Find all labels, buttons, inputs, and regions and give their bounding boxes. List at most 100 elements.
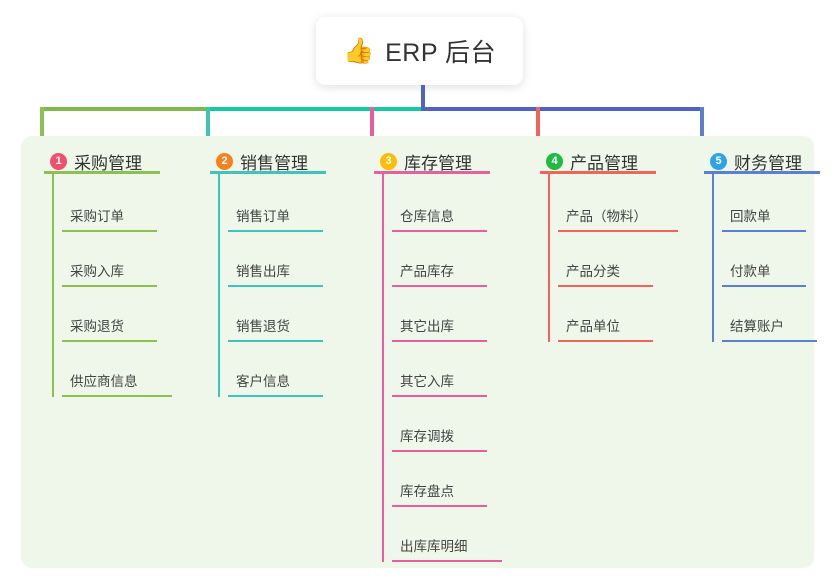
connector-bus-segment-3 <box>421 107 704 111</box>
leaf-item-label: 客户信息 <box>236 374 290 389</box>
leaf-item[interactable]: 出库库明细 <box>392 532 502 562</box>
leaf-item-underline <box>228 230 323 232</box>
leaf-item-label: 产品（物料） <box>566 209 647 224</box>
leaf-item-label: 采购订单 <box>70 209 124 224</box>
leaf-item-label: 销售订单 <box>236 209 290 224</box>
branch-badge-1: 1 <box>50 152 67 170</box>
branch-title-5: 财务管理 <box>734 153 802 173</box>
leaf-item-label: 供应商信息 <box>70 374 138 389</box>
leaf-item[interactable]: 产品库存 <box>392 257 487 287</box>
leaf-item[interactable]: 库存调拨 <box>392 422 487 452</box>
leaf-item[interactable]: 结算账户 <box>722 312 817 342</box>
leaf-item[interactable]: 回款单 <box>722 202 806 232</box>
leaf-item[interactable]: 仓库信息 <box>392 202 487 232</box>
leaf-item[interactable]: 其它出库 <box>392 312 487 342</box>
branch-title-2: 销售管理 <box>240 153 308 173</box>
branch-underline-2 <box>210 171 326 174</box>
leaf-item-underline <box>392 285 487 287</box>
branch-badge-5: 5 <box>710 152 727 170</box>
branch-header-3[interactable]: 3 库存管理 <box>362 148 472 174</box>
branch-spine-3 <box>382 171 384 562</box>
leaf-item-underline <box>558 230 678 232</box>
branch-badge-3: 3 <box>380 152 397 170</box>
leaf-item-underline <box>62 230 157 232</box>
leaf-item-underline <box>392 560 502 562</box>
thumbs-up-icon: 👍 <box>342 36 375 65</box>
leaf-item-label: 采购入库 <box>70 264 124 279</box>
leaf-item[interactable]: 供应商信息 <box>62 367 172 397</box>
leaf-item[interactable]: 采购订单 <box>62 202 157 232</box>
leaf-item[interactable]: 产品单位 <box>558 312 653 342</box>
leaf-item-label: 产品库存 <box>400 264 454 279</box>
leaf-item-label: 其它出库 <box>400 319 454 334</box>
branch-spine-1 <box>52 171 54 397</box>
leaf-item-underline <box>722 230 806 232</box>
leaf-item[interactable]: 产品（物料） <box>558 202 678 232</box>
leaf-item-label: 结算账户 <box>730 319 784 334</box>
branch-title-4: 产品管理 <box>570 153 638 173</box>
leaf-item-label: 销售退货 <box>236 319 290 334</box>
leaf-item-underline <box>392 505 487 507</box>
leaf-item-label: 销售出库 <box>236 264 290 279</box>
leaf-item-underline <box>722 340 817 342</box>
leaf-item-underline <box>558 285 653 287</box>
leaf-item-label: 采购退货 <box>70 319 124 334</box>
branch-spine-4 <box>548 171 550 342</box>
leaf-item-label: 库存盘点 <box>400 484 454 499</box>
leaf-item-underline <box>392 230 487 232</box>
leaf-item[interactable]: 产品分类 <box>558 257 653 287</box>
mindmap-panel: 1 采购管理采购订单采购入库采购退货供应商信息 2 销售管理销售订单销售出库销售退货客… <box>21 136 820 568</box>
branch-underline-5 <box>704 171 820 174</box>
branch-header-4[interactable]: 4 产品管理 <box>528 148 638 174</box>
branch-badge-2: 2 <box>216 152 233 170</box>
branch-header-1[interactable]: 1 采购管理 <box>32 148 142 174</box>
branch-title-1: 采购管理 <box>74 153 142 173</box>
branch-underline-4 <box>540 171 656 174</box>
connector-drop-5 <box>700 107 704 143</box>
leaf-item-underline <box>392 395 487 397</box>
leaf-item-label: 出库库明细 <box>400 539 468 554</box>
leaf-item[interactable]: 客户信息 <box>228 367 323 397</box>
connector-bus-segment-2 <box>206 107 421 111</box>
branch-badge-4: 4 <box>546 152 563 170</box>
leaf-item-label: 产品分类 <box>566 264 620 279</box>
leaf-item-underline <box>62 395 172 397</box>
branch-spine-2 <box>218 171 220 397</box>
leaf-item[interactable]: 库存盘点 <box>392 477 487 507</box>
branch-spine-5 <box>712 171 714 342</box>
leaf-item[interactable]: 采购入库 <box>62 257 157 287</box>
leaf-item-label: 其它入库 <box>400 374 454 389</box>
leaf-item[interactable]: 其它入库 <box>392 367 487 397</box>
branch-title-3: 库存管理 <box>404 153 472 173</box>
leaf-item-underline <box>62 285 157 287</box>
leaf-item-underline <box>558 340 653 342</box>
branch-underline-1 <box>44 171 160 174</box>
connector-bus-segment-1 <box>40 107 206 111</box>
leaf-item-underline <box>392 450 487 452</box>
leaf-item-underline <box>228 285 323 287</box>
leaf-item-label: 仓库信息 <box>400 209 454 224</box>
branch-header-2[interactable]: 2 销售管理 <box>198 148 308 174</box>
leaf-item[interactable]: 销售订单 <box>228 202 323 232</box>
leaf-item[interactable]: 销售出库 <box>228 257 323 287</box>
leaf-item-label: 产品单位 <box>566 319 620 334</box>
connector-drop-3 <box>370 107 374 143</box>
connector-drop-4 <box>536 107 540 143</box>
leaf-item-underline <box>722 285 806 287</box>
page-title: ERP 后台 <box>385 39 497 67</box>
connector-drop-1 <box>40 107 44 143</box>
leaf-item-underline <box>62 340 157 342</box>
leaf-item-underline <box>228 340 323 342</box>
leaf-item[interactable]: 销售退货 <box>228 312 323 342</box>
leaf-item-label: 回款单 <box>730 209 771 224</box>
branch-underline-3 <box>374 171 490 174</box>
leaf-item-label: 付款单 <box>730 264 771 279</box>
leaf-item-underline <box>392 340 487 342</box>
root-stem-connector <box>421 85 425 110</box>
leaf-item[interactable]: 采购退货 <box>62 312 157 342</box>
leaf-item[interactable]: 付款单 <box>722 257 806 287</box>
branch-header-5[interactable]: 5 财务管理 <box>692 148 802 174</box>
connector-drop-2 <box>206 107 210 143</box>
leaf-item-underline <box>228 395 323 397</box>
root-node-card[interactable]: 👍 ERP 后台 <box>316 17 523 85</box>
